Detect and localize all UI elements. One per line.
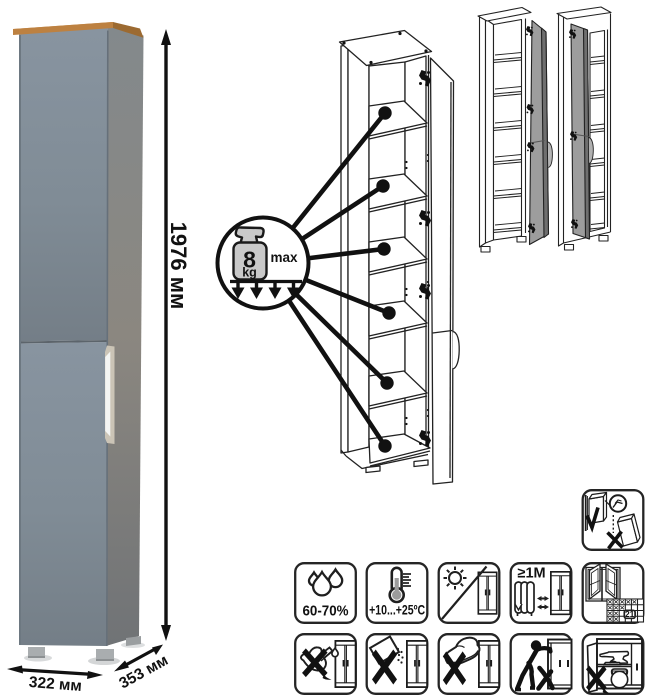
svg-text:1976 мм: 1976 мм	[166, 222, 191, 310]
svg-text:8: 8	[243, 247, 256, 273]
svg-text:kg: kg	[242, 266, 257, 280]
svg-text:max: max	[270, 250, 298, 265]
svg-text:+10...+25ºC: +10...+25ºC	[369, 603, 425, 618]
svg-text:60-70%: 60-70%	[303, 604, 349, 620]
svg-text:≥1M: ≥1M	[518, 566, 546, 582]
svg-text:21: 21	[625, 609, 635, 619]
svg-text:322 мм: 322 мм	[28, 674, 82, 695]
